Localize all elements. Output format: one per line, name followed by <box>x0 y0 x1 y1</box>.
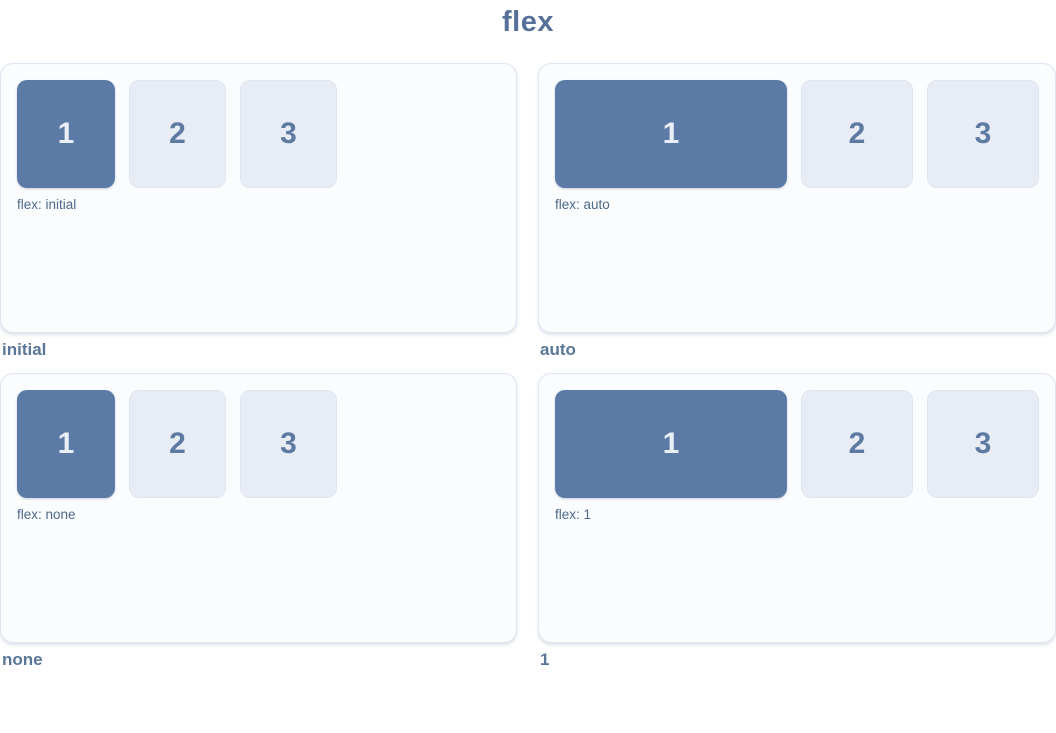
flex-item-3: 3 <box>240 80 337 188</box>
flex-item-1: 1 <box>17 80 115 188</box>
flex-value-label: flex: 1 <box>555 507 592 522</box>
panel-cell-auto: 1 2 3 flex: auto auto <box>538 63 1056 359</box>
flex-item-2: 2 <box>129 80 226 188</box>
flex-container: 1 2 3 <box>555 80 1039 188</box>
panel-cell-1: 1 2 3 flex: 1 1 <box>538 373 1056 669</box>
flex-container: 1 2 3 <box>17 80 500 188</box>
flex-item-2: 2 <box>129 390 226 498</box>
flex-item-3: 3 <box>927 390 1039 498</box>
panel-caption: none <box>2 650 43 669</box>
panel-caption: initial <box>2 340 47 359</box>
flex-item-3: 3 <box>927 80 1039 188</box>
panel-cell-initial: 1 2 3 flex: initial initial <box>0 63 517 359</box>
demo-panel-auto: 1 2 3 flex: auto <box>538 63 1056 333</box>
panel-caption: 1 <box>540 650 550 669</box>
flex-container: 1 2 3 <box>17 390 500 498</box>
flex-item-1: 1 <box>555 390 787 498</box>
demo-grid: 1 2 3 flex: initial initial 1 2 3 flex: … <box>0 63 1056 669</box>
demo-panel-initial: 1 2 3 flex: initial <box>0 63 517 333</box>
panel-caption: auto <box>540 340 576 359</box>
flex-item-2: 2 <box>801 390 913 498</box>
flex-container: 1 2 3 <box>555 390 1039 498</box>
demo-panel-none: 1 2 3 flex: none <box>0 373 517 643</box>
flex-item-2: 2 <box>801 80 913 188</box>
flex-item-3: 3 <box>240 390 337 498</box>
panel-cell-none: 1 2 3 flex: none none <box>0 373 517 669</box>
page-title: flex <box>502 6 554 38</box>
demo-panel-1: 1 2 3 flex: 1 <box>538 373 1056 643</box>
flex-item-1: 1 <box>555 80 787 188</box>
flex-value-label: flex: auto <box>555 197 610 212</box>
flex-value-label: flex: initial <box>17 197 77 212</box>
flex-value-label: flex: none <box>17 507 76 522</box>
flex-item-1: 1 <box>17 390 115 498</box>
